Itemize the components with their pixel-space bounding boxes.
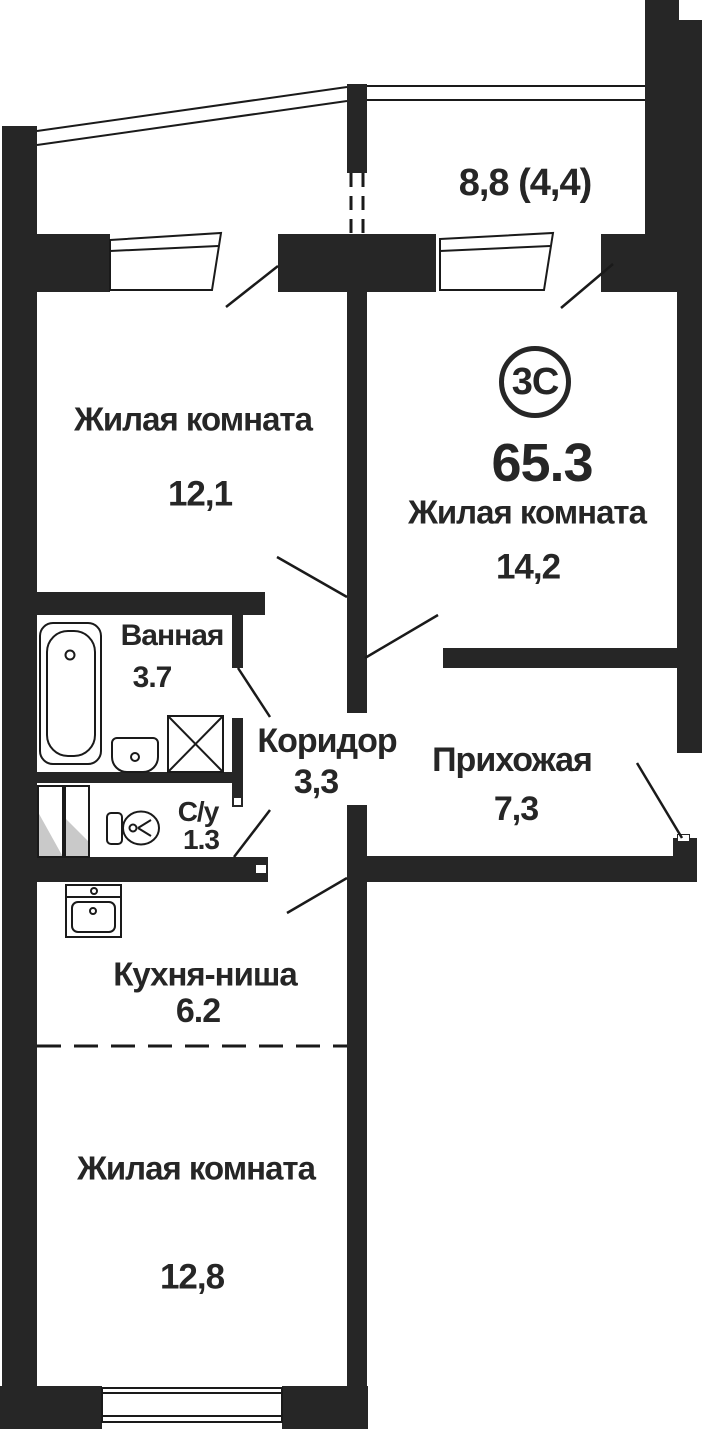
- shaft-icons: [37, 785, 90, 858]
- wall-right-outer: [677, 292, 702, 753]
- wall-toilet-bottom: [35, 857, 268, 882]
- toilet-area-label: 1.3: [183, 824, 220, 855]
- hallway-name-label: Прихожая: [432, 741, 593, 779]
- corridor-name-label: Коридор: [257, 722, 397, 760]
- wall-bath-right-upper: [232, 592, 243, 668]
- door-balcony-room2: [560, 263, 614, 309]
- balcony-area-label: 8,8 (4,4): [458, 162, 593, 204]
- door-toilet: [233, 809, 271, 858]
- window-room1: [109, 231, 223, 291]
- door-jamb-toilet: [255, 864, 267, 874]
- window-room2: [439, 231, 555, 291]
- toilet-name-label: С/у: [177, 796, 220, 827]
- wall-bath-right-lower: [232, 718, 243, 807]
- door-bathroom: [236, 667, 272, 718]
- room2-name-label: Жилая комната: [408, 493, 647, 531]
- door-leaves: [225, 263, 684, 915]
- bathroom-area-label: 3.7: [132, 661, 173, 694]
- bathroom-name-label: Ванная: [120, 619, 225, 652]
- wall-room1-bath: [35, 592, 265, 615]
- door-kitchen: [286, 876, 348, 915]
- door-room2: [364, 613, 439, 660]
- room1-name-label: Жилая комната: [74, 400, 313, 438]
- wall-entrance-block: [673, 838, 697, 882]
- bathtub-icon: [39, 622, 102, 765]
- wall-bath-toilet: [35, 772, 243, 783]
- wall-bottom-left: [0, 1386, 102, 1429]
- unit-type-badge: 3С: [499, 346, 571, 418]
- balcony-glazing: [36, 85, 645, 146]
- total-area-label: 65.3: [491, 433, 593, 493]
- kitchen-name-label: Кухня-ниша: [113, 955, 298, 993]
- wall-left-outer: [2, 126, 37, 1429]
- room3-name-label: Жилая комната: [77, 1149, 316, 1187]
- window-room3: [101, 1387, 283, 1423]
- wall-hallway-bottom: [347, 856, 697, 882]
- wall-balcony-pillar: [347, 84, 367, 173]
- room3-area-label: 12,8: [159, 1257, 225, 1297]
- wall-hallway-top: [443, 648, 677, 668]
- door-room1: [276, 555, 348, 599]
- wall-window-band-left: [35, 234, 110, 292]
- wall-window-band-right: [601, 234, 702, 292]
- door-jamb-entrance: [677, 834, 690, 842]
- wall-center-lower: [347, 805, 367, 1429]
- toilet-icon: [106, 810, 160, 846]
- room2-area-label: 14,2: [495, 547, 561, 587]
- balcony-partition-dashed: [349, 173, 365, 234]
- hallway-area-label: 7,3: [493, 790, 539, 828]
- basin-icon: [111, 737, 159, 773]
- wall-bottom-right: [282, 1386, 368, 1429]
- door-balcony-room1: [225, 265, 279, 308]
- shower-icon: [167, 715, 224, 773]
- unit-type-text: 3С: [511, 360, 560, 403]
- wall-center-upper: [347, 292, 367, 713]
- door-jamb-bathroom: [233, 797, 242, 806]
- kitchen-area-label: 6.2: [175, 992, 221, 1030]
- kitchen-sink-icon: [65, 884, 122, 938]
- door-entrance: [635, 762, 684, 839]
- corridor-area-label: 3,3: [293, 763, 339, 801]
- wall-top-right-column: [645, 20, 702, 234]
- room1-area-label: 12,1: [167, 474, 233, 514]
- wall-top-right-cap: [645, 0, 679, 20]
- wall-window-band-center: [278, 234, 436, 292]
